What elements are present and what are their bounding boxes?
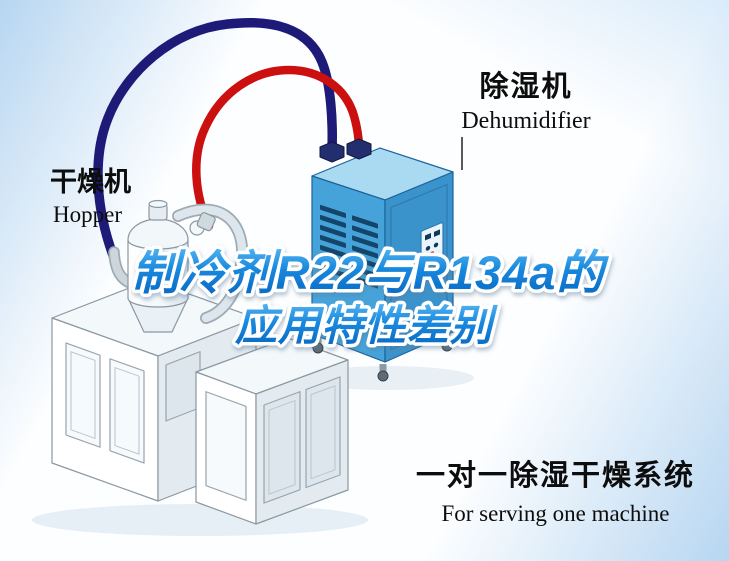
dehumidifier-label-en: Dehumidifier (461, 107, 591, 134)
dehumidifier-illustration (311, 138, 454, 382)
refrigerant-pipes (93, 17, 364, 263)
title-line-2: 应用特性差别 (234, 302, 498, 349)
hopper-cylinder (127, 239, 189, 308)
system-caption: 一对一除湿干燥系统 For serving one machine (416, 452, 695, 527)
dehumidifier-control-panel (390, 183, 448, 351)
dehumidifier-label-zh: 除湿机 (479, 71, 573, 103)
system-caption-en: For serving one machine (441, 501, 670, 526)
dehumidifier-label: 除湿机 Dehumidifier (440, 71, 612, 134)
hopper-duct-pipe (172, 203, 249, 324)
system-caption-zh: 一对一除湿干燥系统 (415, 460, 695, 492)
dehumidifier-pipe-connector-red (346, 138, 372, 160)
machine-box-a-front-panels (65, 342, 145, 464)
hopper-label-zh: 干燥机 (50, 167, 131, 197)
hopper-machine-illustration (51, 199, 349, 525)
dehumidifier-casters (312, 334, 453, 382)
dehumidifier-vents (320, 204, 378, 289)
title-line-1: 制冷剂R22与R134a的 (132, 246, 610, 299)
machine-box-b-side-panels (263, 376, 341, 504)
dehumidifier-pipe-connector-navy (319, 141, 345, 163)
pipe-navy (93, 17, 337, 263)
pipe-red (192, 65, 364, 231)
hopper-top-cap-lid (148, 199, 168, 209)
machine-box-b-front-panel (205, 391, 247, 501)
machine-shadow (32, 504, 368, 536)
hopper-dome (127, 218, 189, 250)
hopper-label-en: Hopper (53, 201, 122, 227)
hopper-label: 干燥机 Hopper (50, 167, 131, 227)
dehumidifier-side-face (384, 171, 454, 363)
hopper-red-pipe-fitting (196, 212, 216, 232)
